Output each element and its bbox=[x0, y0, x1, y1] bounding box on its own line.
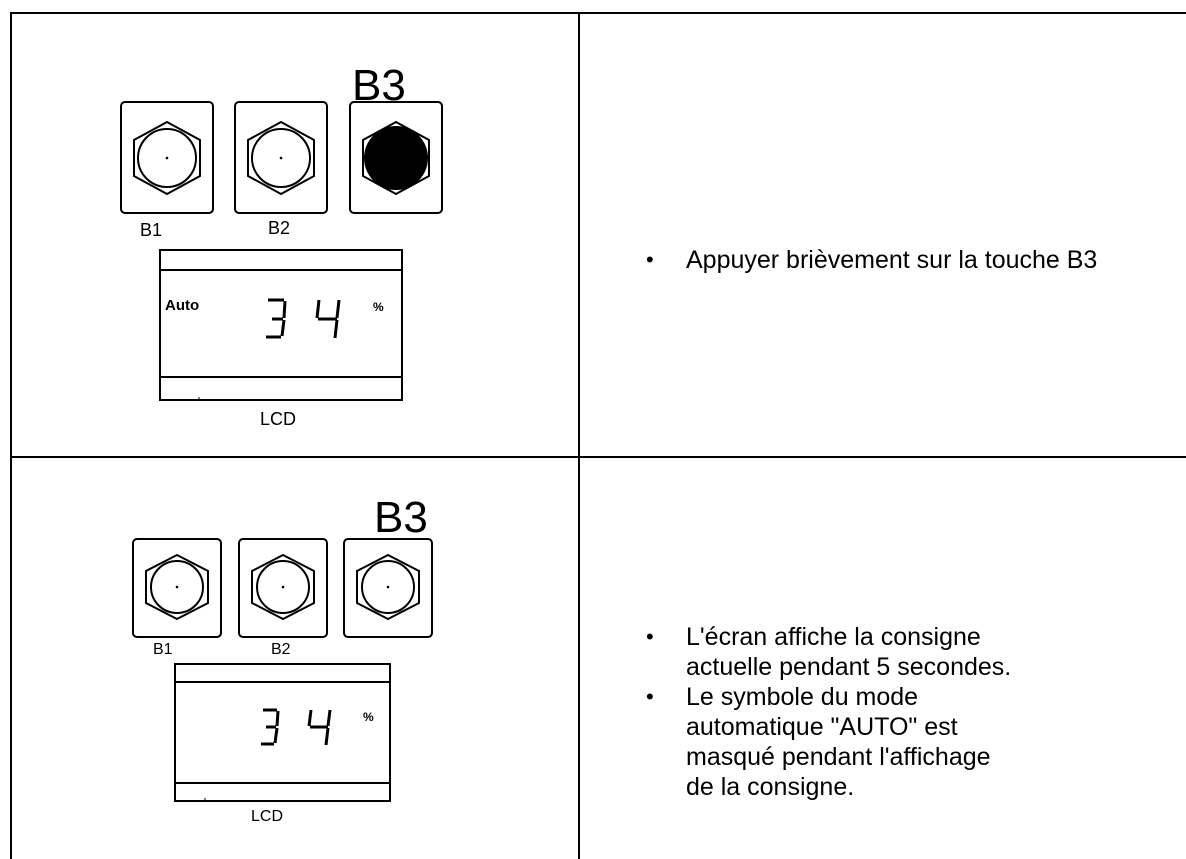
row-2-illustration: B3 B1 B2 % bbox=[12, 458, 578, 859]
device-diagram-2: B3 B1 B2 % bbox=[132, 493, 433, 825]
b2-label: B2 bbox=[268, 218, 290, 238]
lcd-label: LCD bbox=[260, 409, 296, 429]
button-b3[interactable] bbox=[343, 538, 433, 638]
lcd-digit-4 bbox=[307, 709, 332, 746]
button-b1[interactable] bbox=[132, 538, 222, 638]
b3-title: B3 bbox=[374, 493, 428, 542]
lcd-digit-4 bbox=[315, 299, 341, 339]
button-b2[interactable] bbox=[234, 101, 328, 214]
device-diagram-1: B3 B1 B2 Auto % bbox=[120, 61, 443, 429]
lcd-digit-3 bbox=[261, 708, 280, 746]
lcd-display: Auto % bbox=[159, 249, 403, 401]
row-1-instructions: Appuyer brièvement sur la touche B3 bbox=[580, 245, 1186, 275]
lcd-mode-label: Auto bbox=[165, 297, 199, 314]
lcd-label: LCD bbox=[251, 808, 283, 825]
b1-label: B1 bbox=[153, 641, 173, 658]
instruction-bullet: L'écran affiche la consigne actuelle pen… bbox=[580, 622, 1186, 682]
button-b3-pressed[interactable] bbox=[349, 101, 443, 214]
row-1-illustration: B3 B1 B2 Auto % bbox=[12, 14, 578, 456]
row-divider bbox=[10, 456, 1186, 458]
column-divider bbox=[578, 12, 580, 859]
button-b2[interactable] bbox=[238, 538, 328, 638]
table-frame bbox=[10, 12, 1186, 859]
instruction-bullet: Appuyer brièvement sur la touche B3 bbox=[580, 245, 1186, 275]
lcd-unit: % bbox=[373, 300, 384, 314]
row-2-instructions: L'écran affiche la consigne actuelle pen… bbox=[580, 622, 1186, 802]
instruction-bullet: Le symbole du mode automatique "AUTO" es… bbox=[580, 682, 1186, 802]
b2-label: B2 bbox=[271, 641, 291, 658]
lcd-digit-3 bbox=[266, 298, 287, 339]
b1-label: B1 bbox=[140, 220, 162, 240]
lcd-unit: % bbox=[363, 710, 374, 724]
button-b1[interactable] bbox=[120, 101, 214, 214]
lcd-display: % bbox=[174, 663, 391, 802]
